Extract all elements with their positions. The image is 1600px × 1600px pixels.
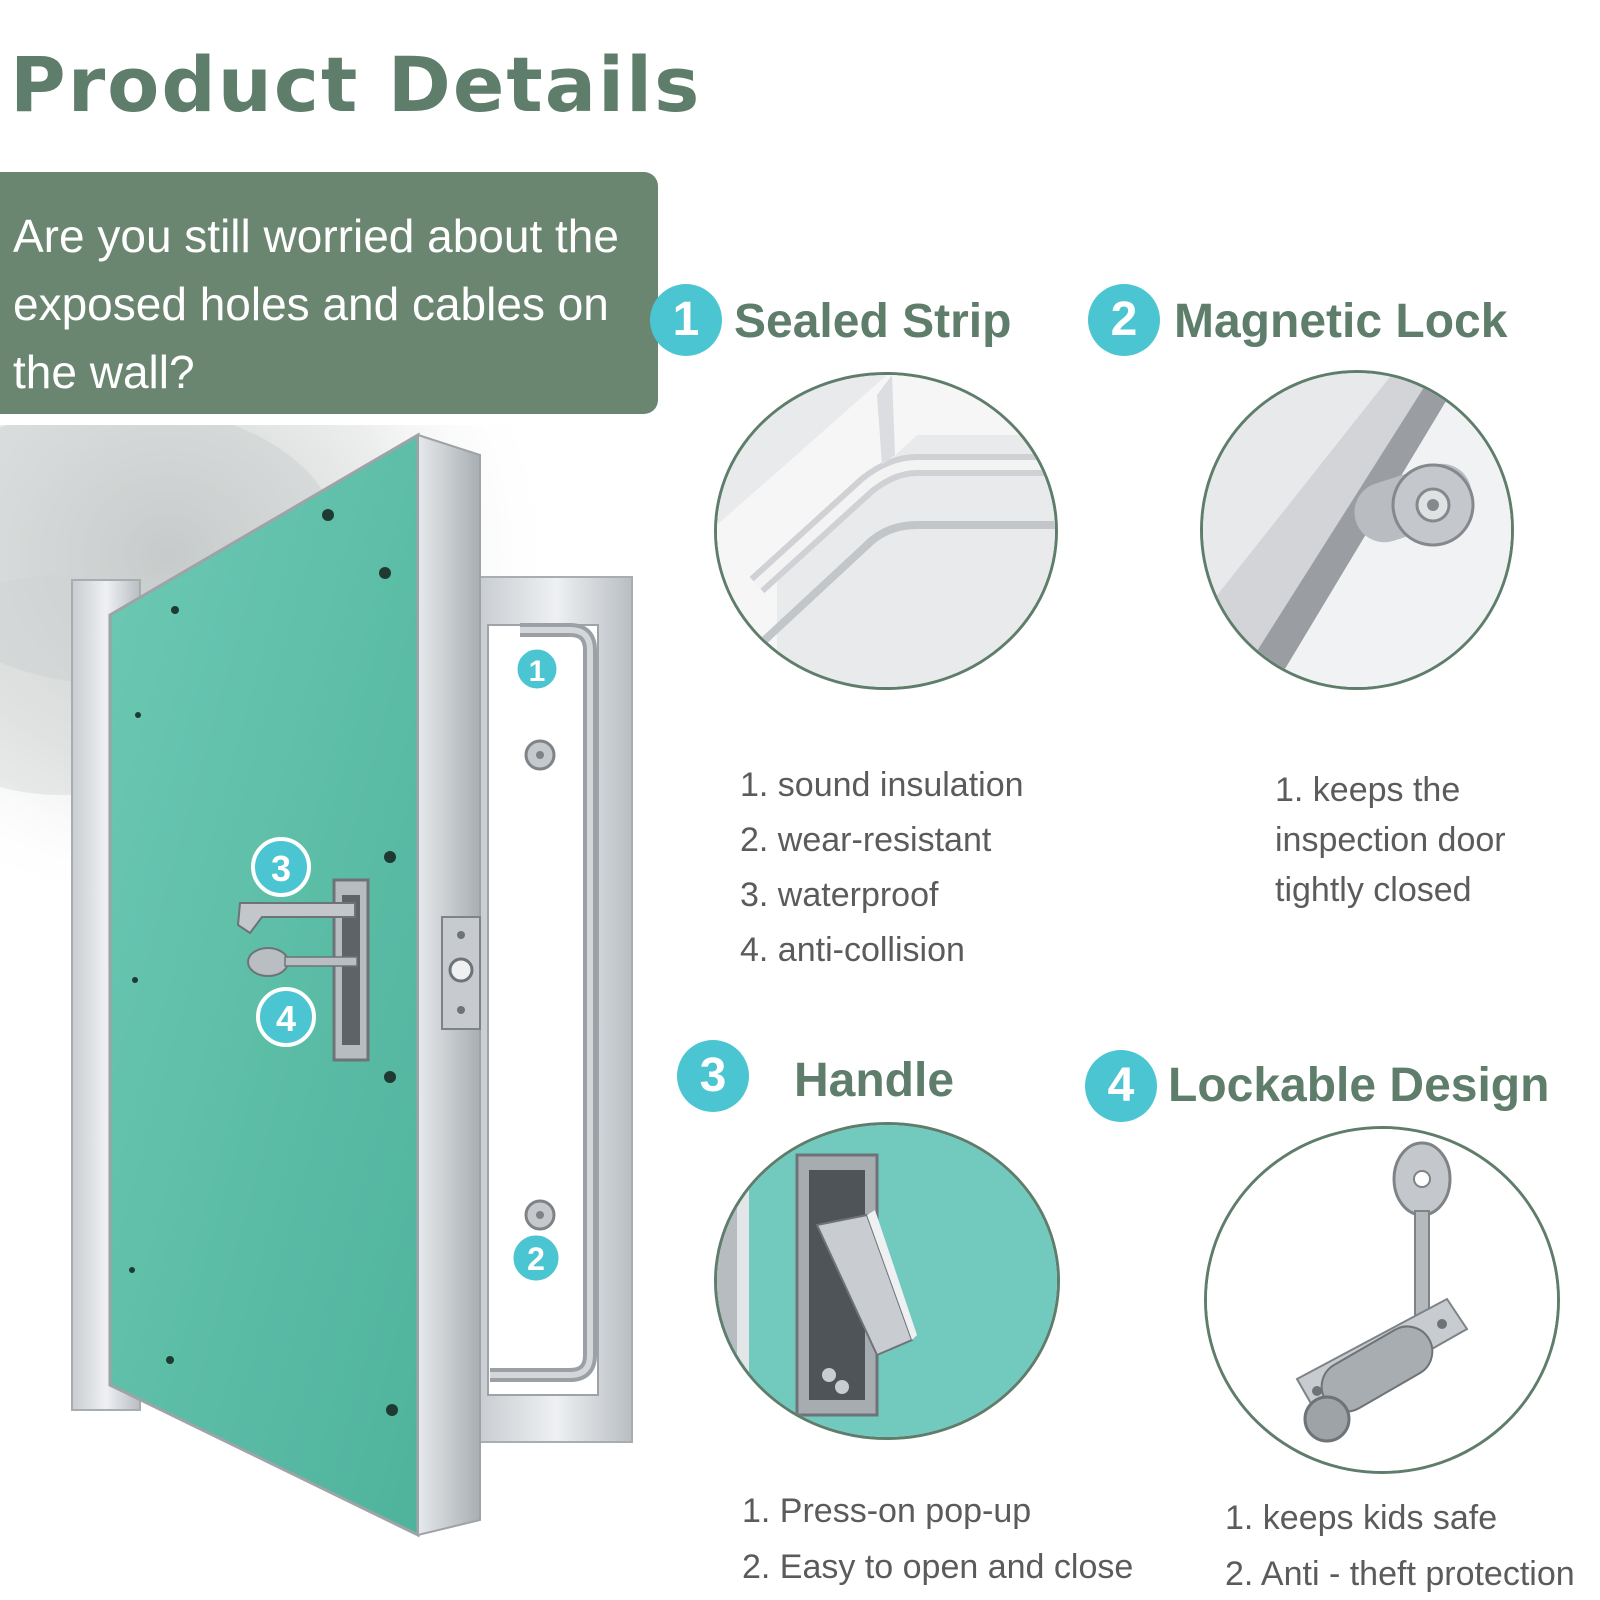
svg-text:1: 1 — [529, 655, 546, 688]
sealed-strip-benefits-list: 1. sound insulation 2. wear-resistant 3.… — [740, 758, 1024, 978]
marker-2: 2 — [510, 1232, 562, 1284]
sealed-strip-detail-image — [714, 372, 1058, 690]
svg-text:4: 4 — [276, 998, 296, 1039]
feature-3-title: Handle — [794, 1054, 955, 1107]
inspection-door-image: 1 2 3 4 — [0, 425, 633, 1538]
feature-1-title: Sealed Strip — [734, 295, 1012, 348]
list-item: 2. wear-resistant — [740, 821, 992, 859]
list-item: 2. Anti - theft protection — [1225, 1555, 1575, 1593]
door-handle — [236, 902, 356, 935]
list-item: 3. waterproof — [740, 876, 939, 914]
handle-benefits-list: 1. Press-on pop-up 2. Easy to open and c… — [742, 1483, 1133, 1595]
door-key — [247, 947, 289, 977]
feature-2-badge: 2 — [1088, 284, 1160, 356]
list-item: 4. anti-collision — [740, 931, 965, 969]
list-item: 1. keeps kids safe — [1225, 1499, 1498, 1537]
page-title: Product Details — [10, 40, 702, 129]
handle-detail-image — [714, 1122, 1060, 1440]
feature-1-badge: 1 — [650, 284, 722, 356]
marker-4: 4 — [256, 987, 316, 1047]
intro-question-box: Are you still worried about the exposed … — [0, 172, 658, 414]
lockable-design-detail-image — [1204, 1126, 1560, 1474]
list-item: 2. Easy to open and close — [742, 1548, 1134, 1586]
marker-3: 3 — [251, 837, 311, 897]
feature-4-badge: 4 — [1085, 1050, 1157, 1122]
list-item: 1. Press-on pop-up — [742, 1492, 1032, 1530]
marker-1: 1 — [514, 646, 560, 692]
list-item: 1. sound insulation — [740, 766, 1024, 804]
intro-question-text: Are you still worried about the exposed … — [13, 210, 619, 398]
list-item: 1. keeps the inspection door tightly clo… — [1275, 771, 1506, 909]
svg-text:3: 3 — [271, 848, 291, 889]
svg-text:2: 2 — [527, 1241, 545, 1277]
feature-4-title: Lockable Design — [1168, 1059, 1550, 1112]
magnetic-lock-benefits-list: 1. keeps the inspection door tightly clo… — [1275, 765, 1535, 915]
feature-3-badge: 3 — [677, 1040, 749, 1112]
lockable-design-benefits-list: 1. keeps kids safe 2. Anti - theft prote… — [1225, 1490, 1575, 1600]
inspection-door-illustration: 1 2 3 4 — [0, 425, 680, 1600]
feature-2-title: Magnetic Lock — [1174, 295, 1508, 348]
door-panel — [108, 432, 420, 1538]
magnetic-lock-detail-image — [1200, 370, 1514, 690]
